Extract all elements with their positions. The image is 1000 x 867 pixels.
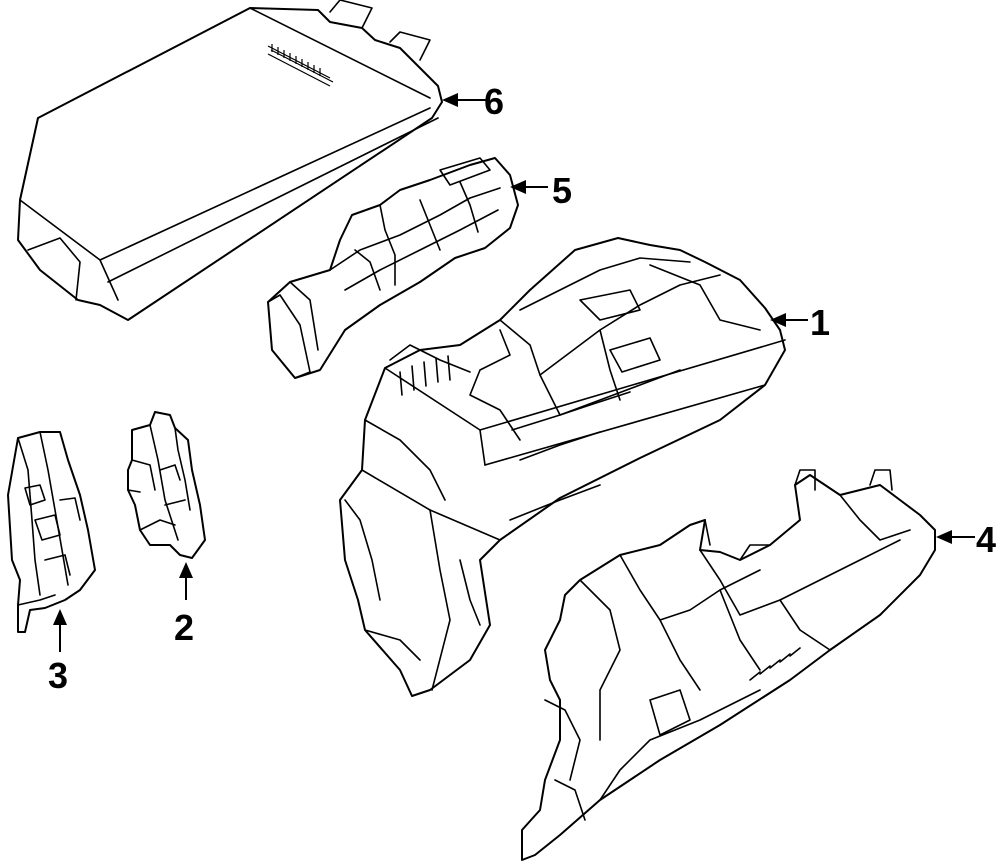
callout-leaders bbox=[53, 93, 975, 652]
part-1-fuse-box bbox=[339, 237, 786, 697]
part-6-cover bbox=[17, 0, 443, 321]
callout-2: 2 bbox=[174, 607, 194, 648]
callout-5: 5 bbox=[552, 170, 572, 211]
callout-4: 4 bbox=[976, 519, 996, 560]
part-2-connector bbox=[127, 411, 206, 559]
part-5-relay-holder bbox=[267, 157, 519, 379]
callout-6: 6 bbox=[484, 81, 504, 122]
cover-vent-slots bbox=[267, 44, 334, 87]
part-3-side-connector bbox=[7, 431, 96, 633]
part-4-lower-bracket bbox=[521, 469, 936, 861]
callout-3: 3 bbox=[48, 655, 68, 696]
callout-1: 1 bbox=[810, 302, 830, 343]
